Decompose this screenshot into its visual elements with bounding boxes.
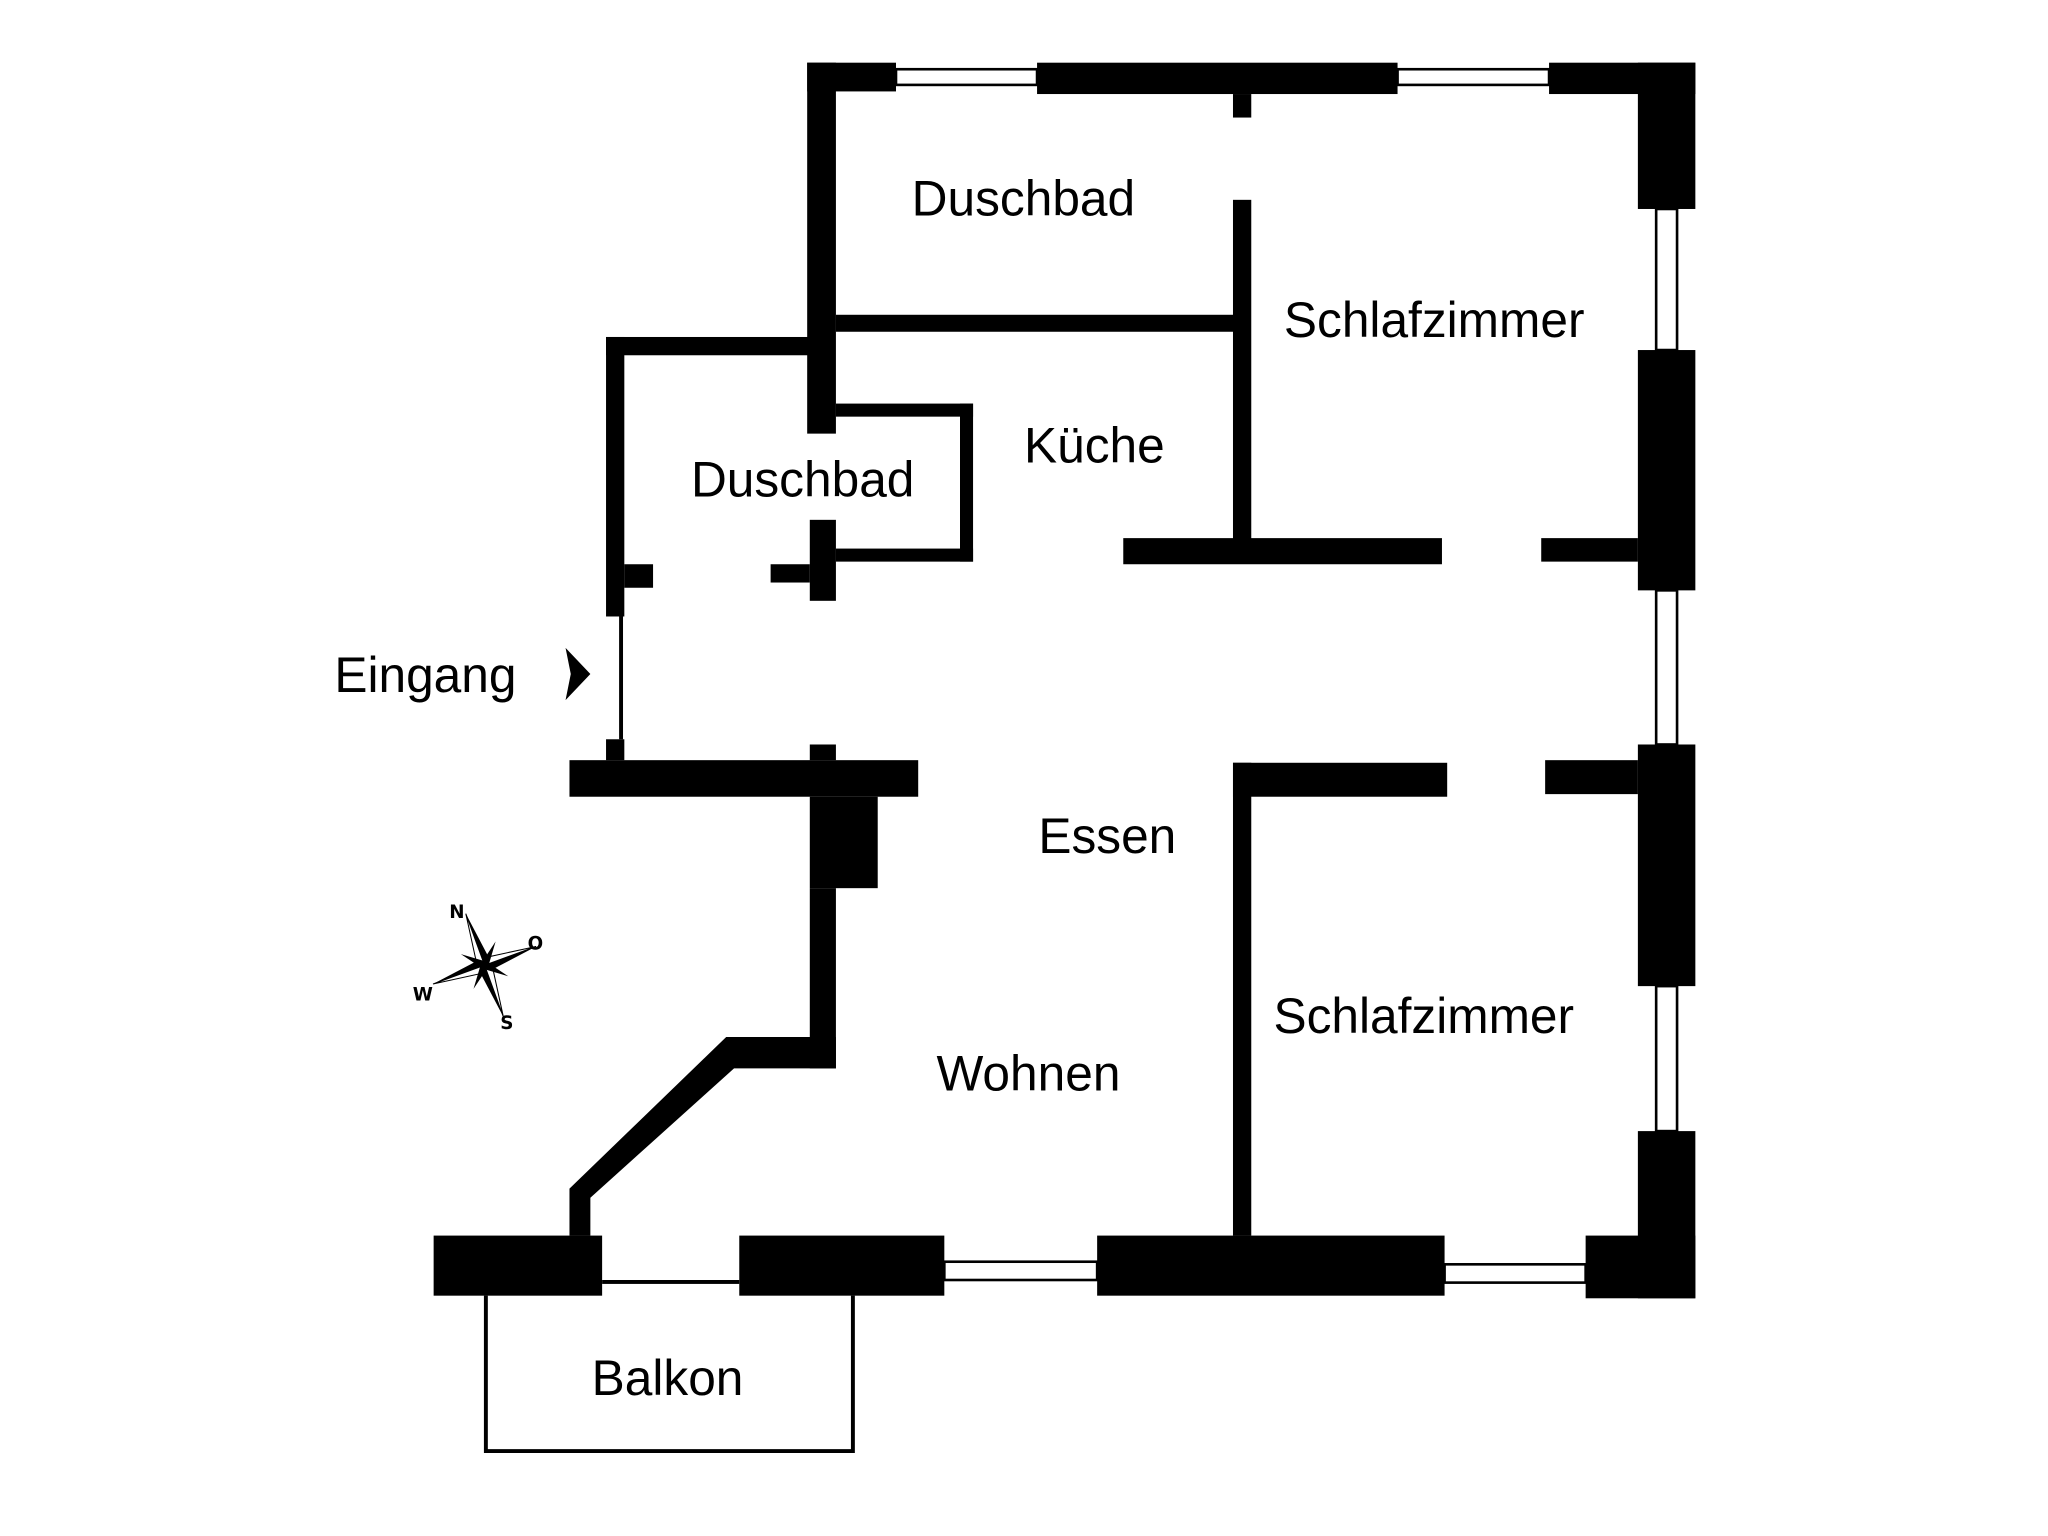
compass-o: O [528, 934, 544, 955]
compass-rose-icon: N O S W [413, 902, 544, 1034]
label-eingang: Eingang [334, 647, 516, 703]
room-label-balkon: Balkon [592, 1350, 744, 1406]
compass-s: S [500, 1013, 513, 1034]
room-label-duschbad-small: Duschbad [691, 451, 914, 507]
room-label-schlafzimmer-bottom: Schlafzimmer [1273, 988, 1574, 1044]
room-label-schlafzimmer-top: Schlafzimmer [1284, 292, 1585, 348]
windows [894, 67, 1679, 1284]
room-label-wohnen: Wohnen [936, 1046, 1120, 1102]
room-label-kueche: Küche [1024, 417, 1165, 473]
compass-n: N [449, 902, 464, 923]
walls [433, 62, 1696, 1299]
room-label-essen: Essen [1038, 808, 1176, 864]
room-label-duschbad-top: Duschbad [912, 171, 1135, 227]
entrance-arrow-icon [565, 647, 591, 701]
compass-w: W [413, 984, 433, 1005]
balcony-outline [483, 1295, 855, 1454]
